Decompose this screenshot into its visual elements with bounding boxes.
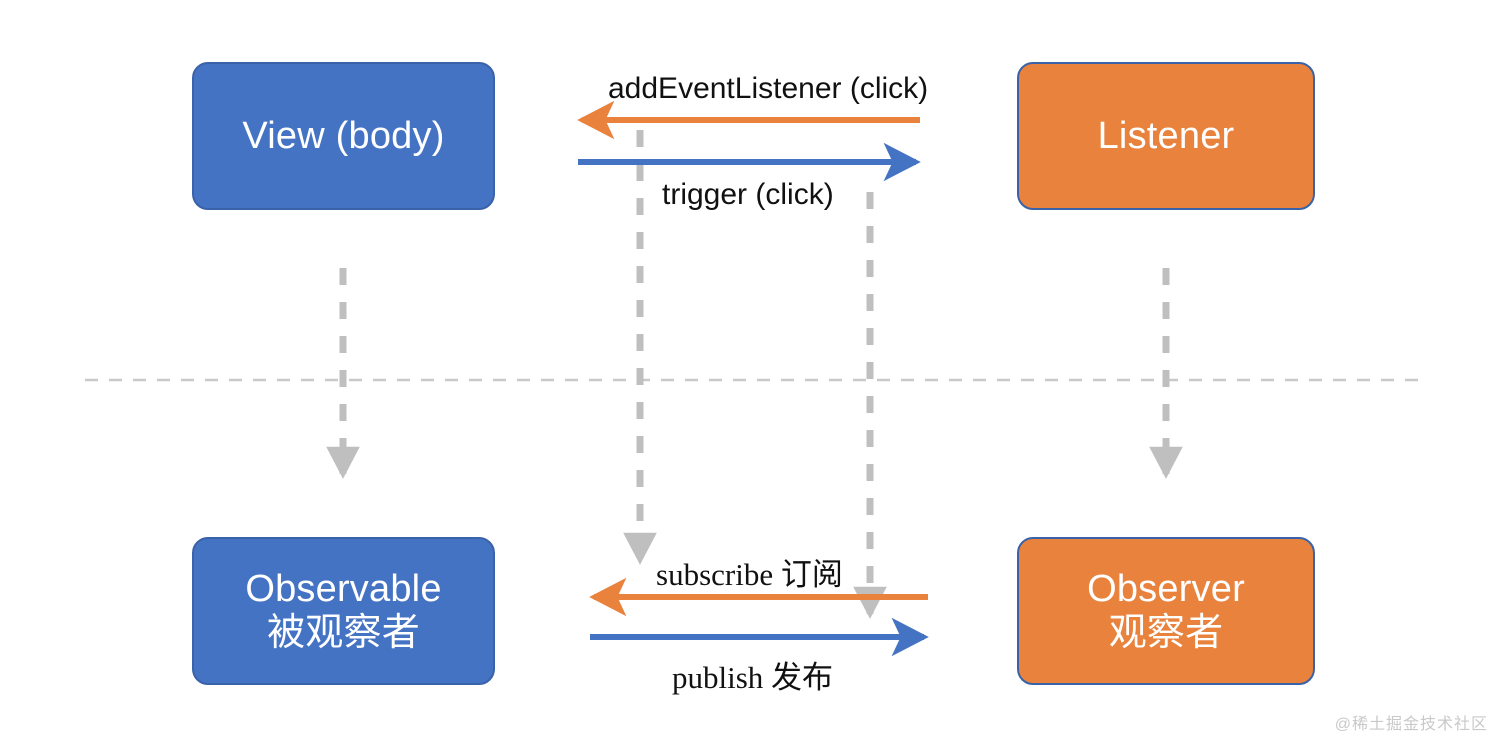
node-observer[interactable]: Observer 观察者 bbox=[1017, 537, 1315, 685]
node-listener[interactable]: Listener bbox=[1017, 62, 1315, 210]
node-observable-label-zh: 被观察者 bbox=[267, 612, 420, 654]
node-observer-label-en: Observer bbox=[1087, 567, 1245, 610]
arrow-label-add-event-listener: addEventListener (click) bbox=[608, 72, 929, 105]
node-observable-label-en: Observable bbox=[245, 567, 442, 610]
watermark: @稀土掘金技术社区 bbox=[1334, 716, 1488, 733]
arrow-label-trigger: trigger (click) bbox=[662, 178, 834, 211]
node-view[interactable]: View (body) bbox=[192, 62, 495, 210]
node-observable[interactable]: Observable 被观察者 bbox=[192, 537, 495, 685]
node-listener-label-en: Listener bbox=[1097, 114, 1235, 157]
node-view-label-en: View (body) bbox=[242, 114, 445, 157]
arrow-label-publish: publish 发布 bbox=[672, 660, 834, 695]
node-observer-label-zh: 观察者 bbox=[1108, 612, 1224, 654]
arrow-label-subscribe: subscribe 订阅 bbox=[656, 557, 843, 592]
